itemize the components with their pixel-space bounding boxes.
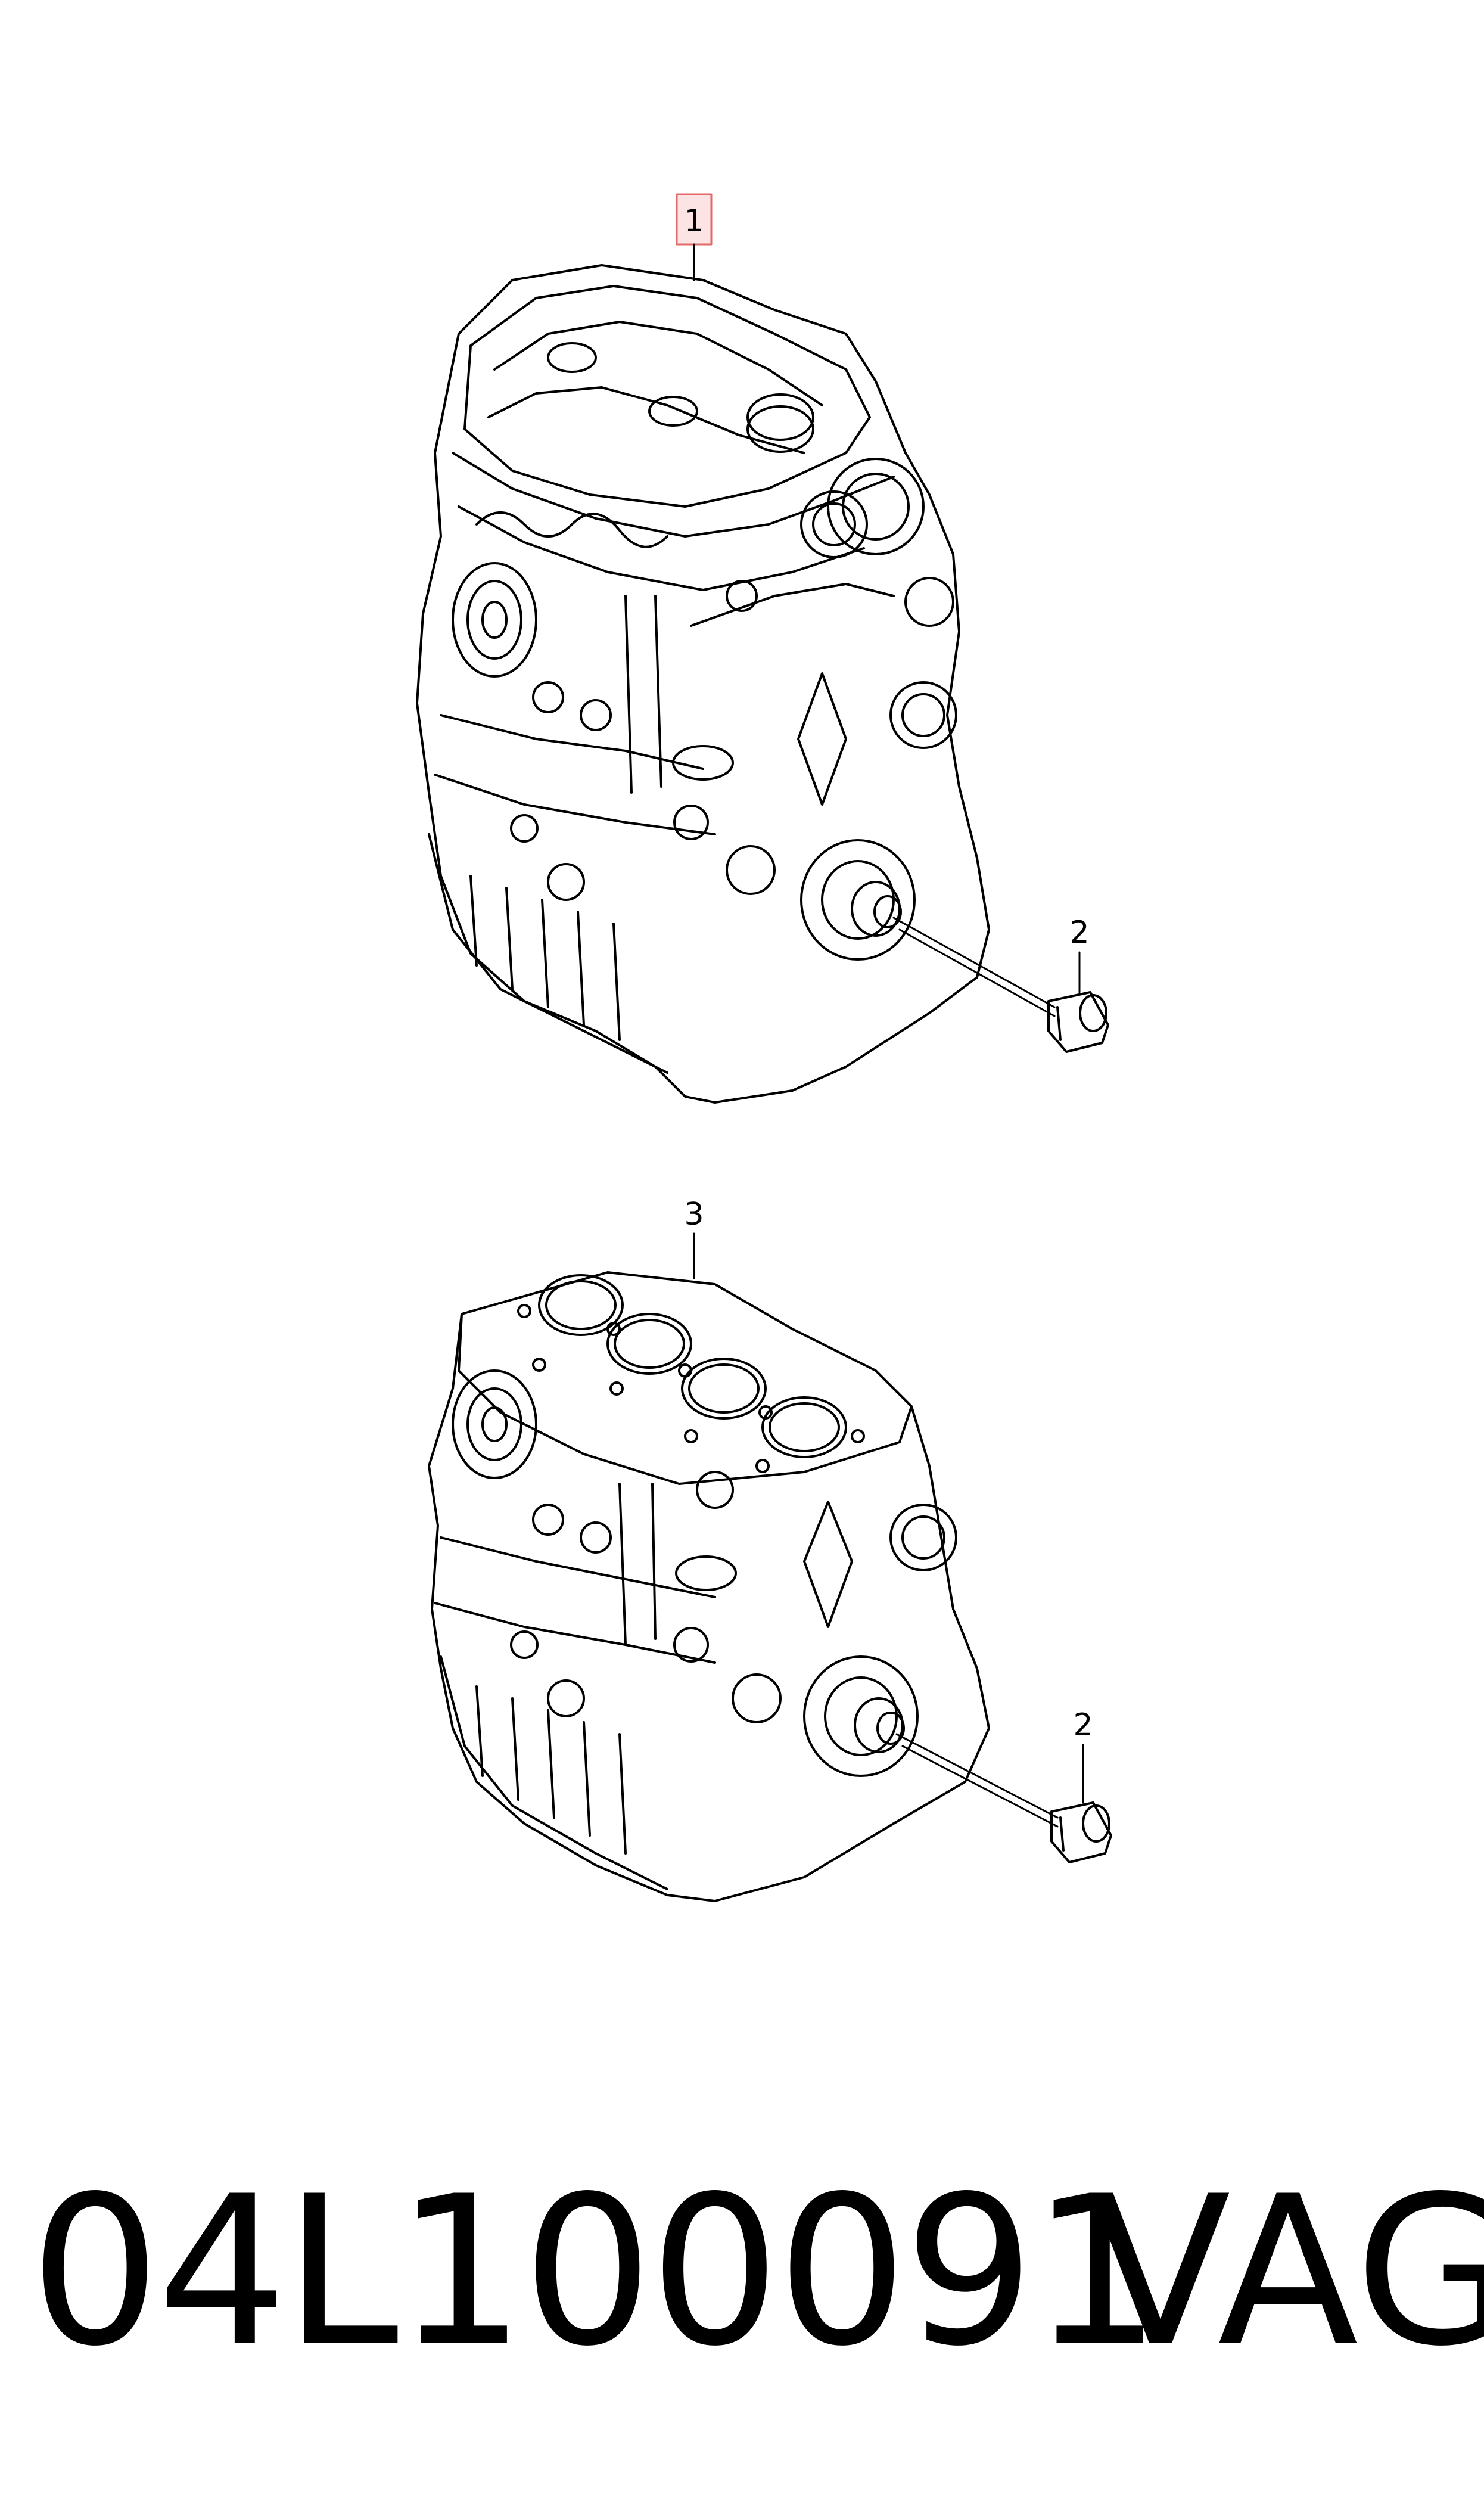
part-number: 04L100091	[30, 2153, 1162, 2391]
callout-2-bottom-label: 2	[1073, 1707, 1093, 1743]
brand-name: VAG	[1090, 2153, 1484, 2391]
plug-drawing-bottom	[1050, 1801, 1112, 1863]
callout-2-top-label: 2	[1069, 915, 1089, 951]
callout-3-label: 3	[684, 1197, 704, 1232]
parts-diagram: 1 2	[416, 193, 1112, 1902]
callout-2-top[interactable]: 2	[1069, 915, 1090, 993]
short-block-engine-drawing	[428, 1271, 1059, 1902]
callout-2-bottom[interactable]: 2	[1073, 1707, 1093, 1804]
callout-1[interactable]: 1	[676, 193, 713, 281]
plug-drawing-top	[1047, 991, 1109, 1053]
callout-1-label: 1	[684, 203, 704, 239]
long-block-engine-drawing	[416, 264, 1056, 1104]
callout-3[interactable]: 3	[684, 1197, 704, 1279]
